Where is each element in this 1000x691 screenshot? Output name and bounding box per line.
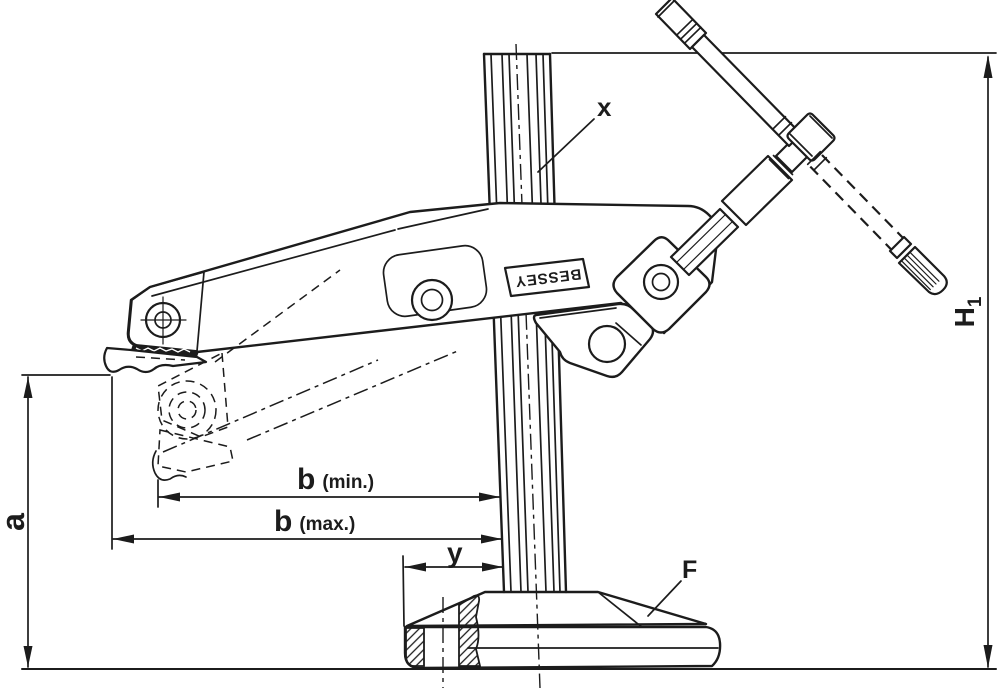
brand-plate-outline bbox=[503, 257, 591, 298]
callout-x: x bbox=[537, 92, 612, 173]
b-min-arrow-right bbox=[479, 492, 500, 502]
lower-link-inner-line bbox=[539, 307, 617, 319]
jaw-nose bbox=[103, 346, 208, 374]
nut-chamfer-lines bbox=[789, 115, 833, 157]
base-chamfer-edge bbox=[597, 591, 644, 629]
ghost-boss-circle bbox=[157, 380, 217, 440]
grip-end-face bbox=[657, 0, 675, 18]
spindle-hex-segment bbox=[669, 207, 740, 277]
section-hatch-right bbox=[458, 594, 482, 667]
a-arrow-down bbox=[23, 646, 33, 667]
b-min-arrow-left bbox=[159, 492, 180, 502]
label-y: y bbox=[447, 537, 463, 568]
ghost-plate-outline bbox=[157, 351, 229, 438]
grip-grooves bbox=[676, 18, 702, 44]
bottom-grip-shading bbox=[900, 251, 940, 291]
column-centerline bbox=[515, 43, 541, 689]
callout-f: F bbox=[647, 556, 697, 617]
dim-b-min: b(min.) bbox=[157, 463, 501, 508]
b-max-arrow-left bbox=[113, 534, 134, 544]
clamp-arm bbox=[103, 201, 721, 379]
handle-end-collar bbox=[888, 235, 913, 260]
ghost-pad-tip bbox=[151, 450, 187, 481]
label-b-max: b(max.) bbox=[274, 505, 355, 538]
h1-arrow-down bbox=[983, 645, 993, 668]
brand-plate: BESSEY bbox=[503, 257, 591, 298]
ghost-arm-position bbox=[151, 269, 461, 481]
x-leader-line bbox=[537, 118, 595, 173]
label-a: a bbox=[0, 513, 31, 531]
barrel-collar-rings bbox=[768, 154, 794, 180]
column-left-edge bbox=[482, 52, 506, 594]
spindle bbox=[669, 137, 811, 277]
spindle-hex-facets bbox=[675, 213, 734, 271]
dim-h1: H1 bbox=[949, 55, 993, 668]
y-arrow-right bbox=[482, 562, 503, 572]
y-arrow-left bbox=[405, 562, 426, 572]
section-hatch-left bbox=[405, 627, 425, 667]
arm-inner-rib-line bbox=[397, 208, 489, 230]
pivots bbox=[140, 263, 680, 364]
ghost-pad-outline bbox=[157, 429, 234, 473]
y-extension bbox=[402, 555, 405, 627]
phantom-edge-line bbox=[214, 269, 341, 363]
link-pivot-hole bbox=[587, 324, 627, 364]
spindle-barrel bbox=[720, 154, 794, 227]
arm-inner-top-line bbox=[151, 229, 396, 297]
handle-hidden-dashed bbox=[809, 154, 905, 252]
spindle-head-nut bbox=[786, 112, 836, 162]
phantom-axis-line-2 bbox=[246, 349, 461, 441]
f-leader-line bbox=[647, 580, 682, 617]
rear-pivot-outer bbox=[642, 263, 680, 301]
a-arrow-up bbox=[23, 377, 33, 398]
rear-pivot-inner bbox=[651, 272, 671, 292]
dim-a: a bbox=[0, 374, 111, 668]
handle-top-grip bbox=[654, 0, 708, 51]
column-rib-line bbox=[501, 53, 522, 593]
serration-teeth bbox=[135, 347, 191, 353]
column-rib-line bbox=[508, 53, 529, 593]
label-b-min: b(min.) bbox=[297, 463, 374, 496]
label-h1: H1 bbox=[949, 296, 986, 327]
base-dome bbox=[405, 590, 708, 628]
ghost-pivot-outer bbox=[168, 391, 206, 429]
h1-arrow-up bbox=[983, 55, 993, 78]
label-x: x bbox=[597, 92, 612, 122]
jaw-hidden-line bbox=[135, 356, 186, 361]
dim-y: y bbox=[402, 537, 504, 627]
left-pivot-crosshair bbox=[140, 296, 187, 345]
center-pivot-outer bbox=[410, 278, 454, 322]
b-max-arrow-right bbox=[481, 534, 502, 544]
column-rib-line bbox=[490, 53, 512, 593]
center-pivot-inner bbox=[420, 288, 444, 312]
dim-b-max: b(max.) bbox=[111, 376, 503, 550]
ghost-pivot-inner bbox=[177, 400, 197, 420]
shaft-collar-rings bbox=[771, 115, 793, 137]
handle bbox=[654, 0, 948, 296]
base bbox=[403, 590, 722, 688]
label-f: F bbox=[682, 556, 697, 584]
post-head-rings bbox=[806, 150, 828, 172]
